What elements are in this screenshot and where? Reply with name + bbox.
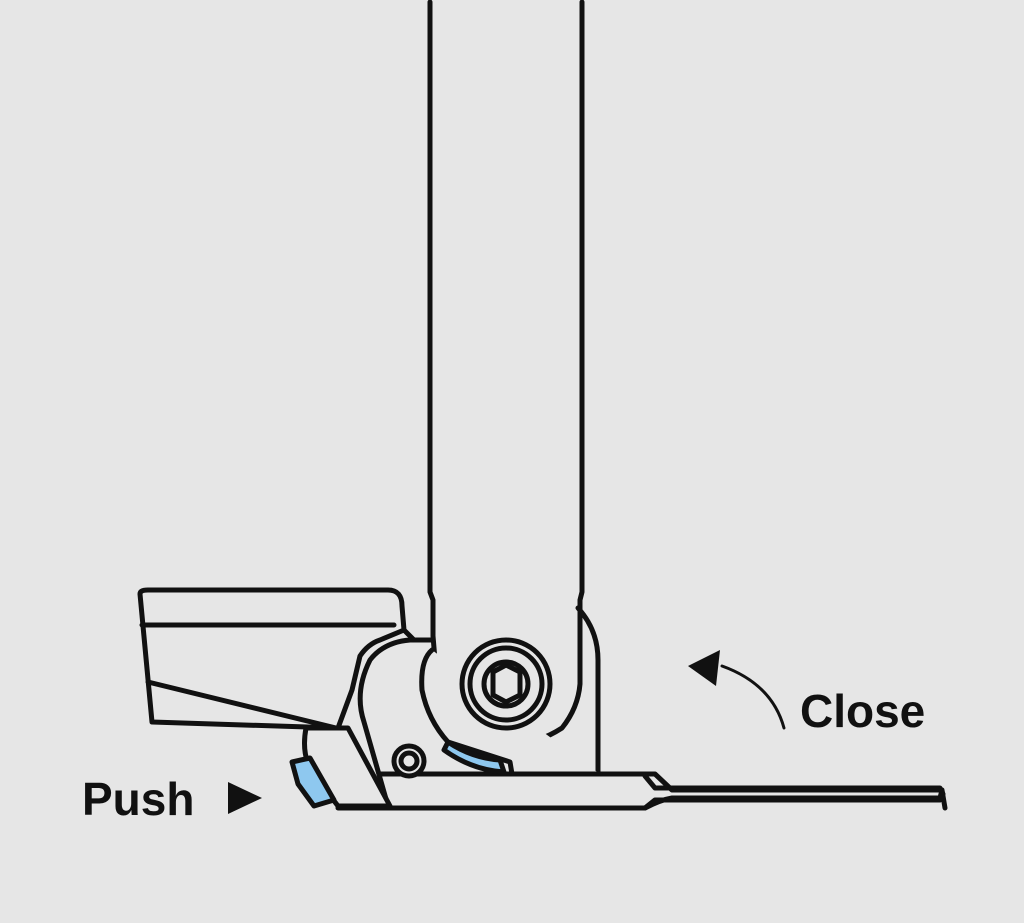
hex-bolt-inner — [467, 645, 545, 723]
close-arrow-head — [688, 650, 720, 686]
close-arrow-shaft — [720, 664, 786, 730]
push-arrow-head — [228, 782, 262, 814]
close-label: Close — [800, 685, 926, 737]
base-plate — [335, 771, 948, 811]
base-plate-tail — [642, 773, 946, 811]
vertical-post — [427, 0, 585, 747]
push-latch — [289, 755, 337, 809]
hex-bolt-outer — [459, 637, 553, 731]
small-screw-inner — [398, 750, 420, 772]
hinge-detent — [441, 739, 507, 775]
small-screw-outer — [391, 743, 427, 779]
hex-bolt-ring — [481, 659, 531, 709]
push-label: Push — [82, 773, 195, 825]
hex-socket — [490, 662, 523, 705]
head-unit — [137, 587, 435, 731]
